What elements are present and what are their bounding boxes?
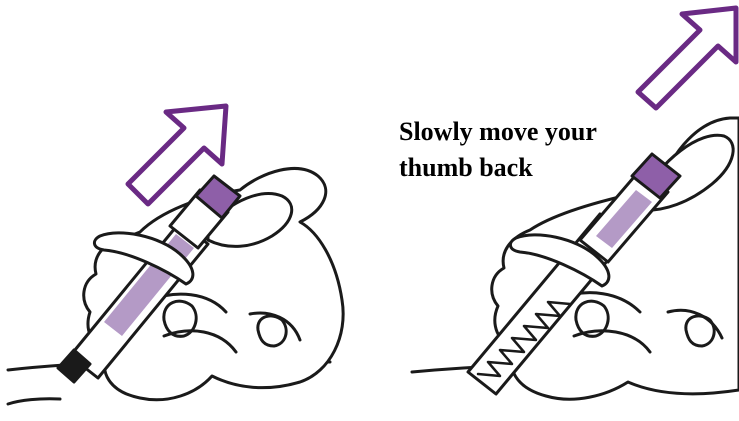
caption-line-2: thumb back	[399, 150, 659, 186]
instruction-caption: Slowly move your thumb back	[399, 114, 659, 186]
right-panel	[412, 8, 739, 399]
left-panel	[8, 106, 343, 404]
caption-line-1: Slowly move your	[399, 114, 659, 150]
arrow-up-right-icon	[638, 8, 736, 108]
